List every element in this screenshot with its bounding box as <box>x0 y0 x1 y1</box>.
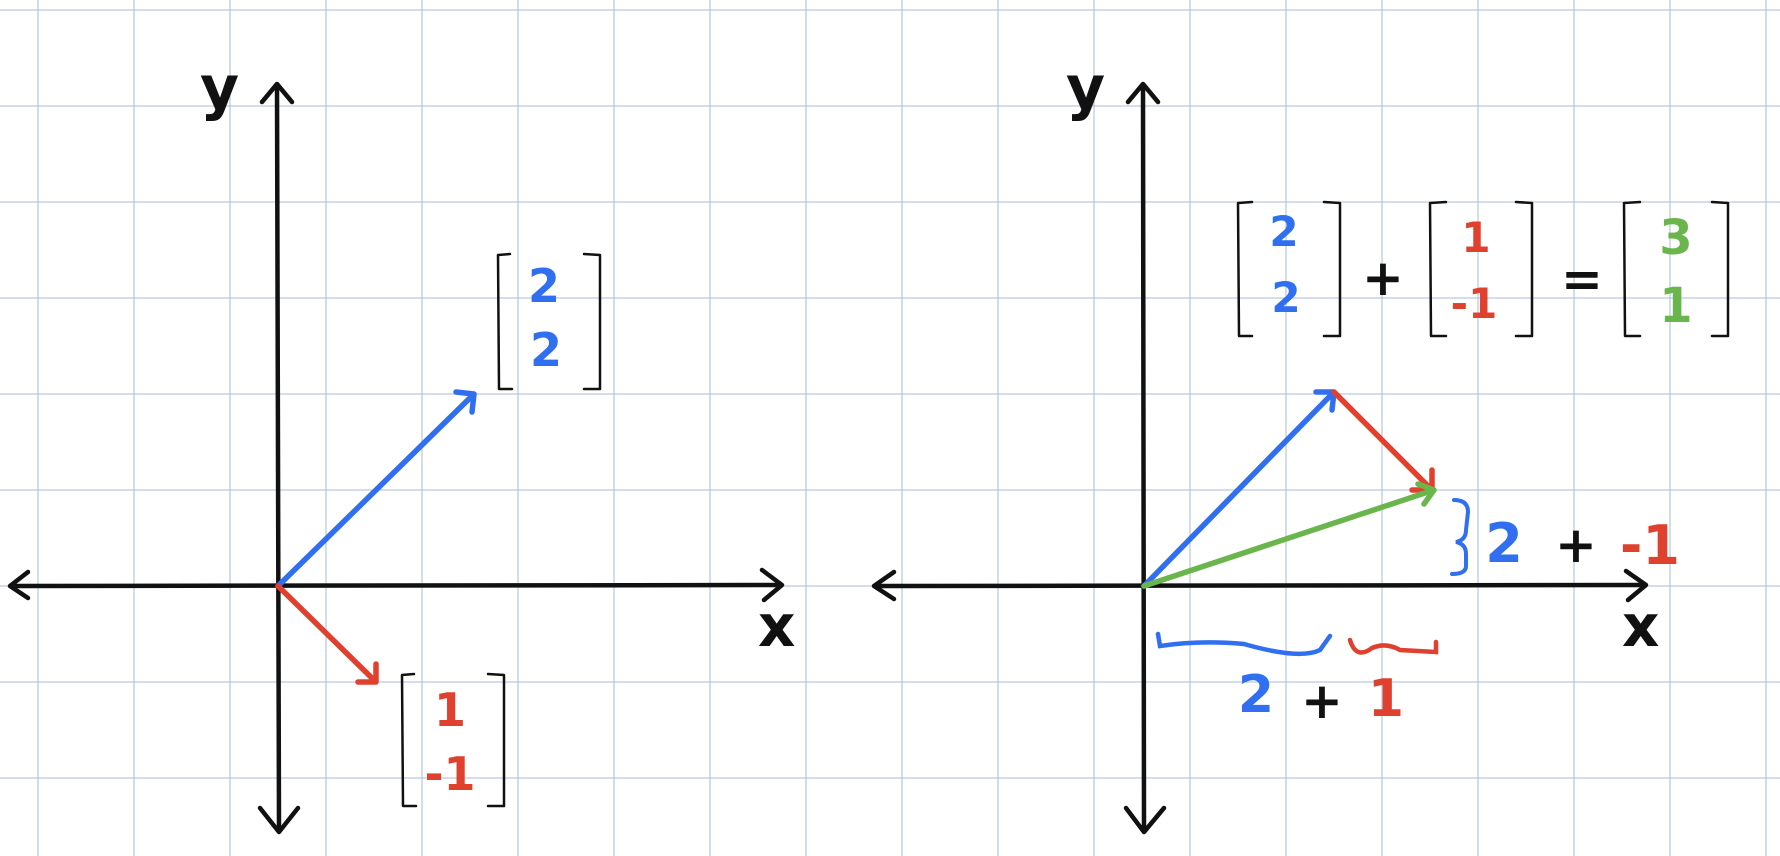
right-x-axis-label: x <box>1622 592 1659 660</box>
vertical-component-annotation: 2 + -1 <box>1450 498 1680 577</box>
horizontal-sum-a: 2 <box>1238 665 1274 725</box>
left-red-vector-matrix: 1 -1 <box>400 672 506 808</box>
left-red-vector-arrow <box>275 583 379 685</box>
right-red-vector-arrow <box>1331 389 1435 493</box>
right-x-axis-arrow-right <box>1623 568 1649 603</box>
eq-v1-right-bracket <box>1322 200 1342 338</box>
eq-result-right-bracket <box>1710 200 1730 338</box>
left-y-axis-arrow-down <box>257 805 301 835</box>
eq-result-bottom: 1 <box>1659 278 1692 334</box>
left-blue-vector-matrix: 2 2 <box>496 252 602 391</box>
left-y-axis <box>274 83 282 833</box>
right-y-axis-arrow-down <box>1123 805 1167 835</box>
left-red-matrix-right-bracket <box>486 672 506 808</box>
horizontal-component-annotation: 2 + 1 <box>1155 631 1439 730</box>
horizontal-sum-op: + <box>1301 672 1343 730</box>
right-x-axis <box>873 582 1647 589</box>
eq-equals-sign: = <box>1561 250 1603 308</box>
left-x-axis-arrow-left <box>7 569 31 601</box>
right-green-sum-vector-arrow <box>1141 481 1437 589</box>
eq-v2-bottom: -1 <box>1451 279 1498 328</box>
horizontal-red-brace <box>1347 637 1439 655</box>
horizontal-sum-b: 1 <box>1368 669 1404 729</box>
horizontal-blue-brace <box>1155 631 1333 657</box>
right-y-axis-arrow-up <box>1125 81 1161 105</box>
left-x-axis-arrow-right <box>759 567 785 603</box>
vertical-sum-b: -1 <box>1620 514 1680 577</box>
eq-v2-right-bracket <box>1514 200 1534 338</box>
eq-v2-top: 1 <box>1461 213 1490 262</box>
left-blue-matrix-left-bracket <box>496 252 514 391</box>
eq-plus-sign: + <box>1362 249 1404 307</box>
vector-addition-equation: 2 2 + 1 -1 = 3 1 <box>1236 200 1730 338</box>
right-y-axis-label: y <box>1066 53 1105 123</box>
left-y-axis-label: y <box>200 53 239 123</box>
left-red-matrix-bottom: -1 <box>424 747 475 801</box>
vertical-sum-op: + <box>1555 516 1597 574</box>
right-panel: y x 2 2 + 1 -1 = 3 1 2 + -1 <box>871 53 1730 835</box>
eq-v1-bottom: 2 <box>1271 273 1300 322</box>
left-red-matrix-left-bracket <box>400 672 418 808</box>
left-blue-matrix-bottom: 2 <box>530 323 562 377</box>
left-blue-vector-arrow <box>275 389 477 589</box>
eq-result-top: 3 <box>1659 210 1692 266</box>
vertical-brace <box>1450 498 1471 576</box>
left-x-axis <box>9 582 783 589</box>
eq-result-left-bracket <box>1622 200 1642 338</box>
left-blue-matrix-top: 2 <box>528 259 560 313</box>
right-x-axis-arrow-left <box>871 569 897 602</box>
eq-v1-left-bracket <box>1236 200 1254 338</box>
left-y-axis-arrow-up <box>259 81 295 105</box>
left-blue-matrix-right-bracket <box>582 252 602 391</box>
left-x-axis-label: x <box>758 592 795 660</box>
eq-v2-left-bracket <box>1428 200 1448 338</box>
vertical-sum-a: 2 <box>1485 512 1523 575</box>
left-panel: y x 2 2 1 -1 <box>7 53 795 835</box>
right-y-axis <box>1140 83 1147 833</box>
eq-v1-top: 2 <box>1269 207 1298 256</box>
left-red-matrix-top: 1 <box>434 683 466 737</box>
